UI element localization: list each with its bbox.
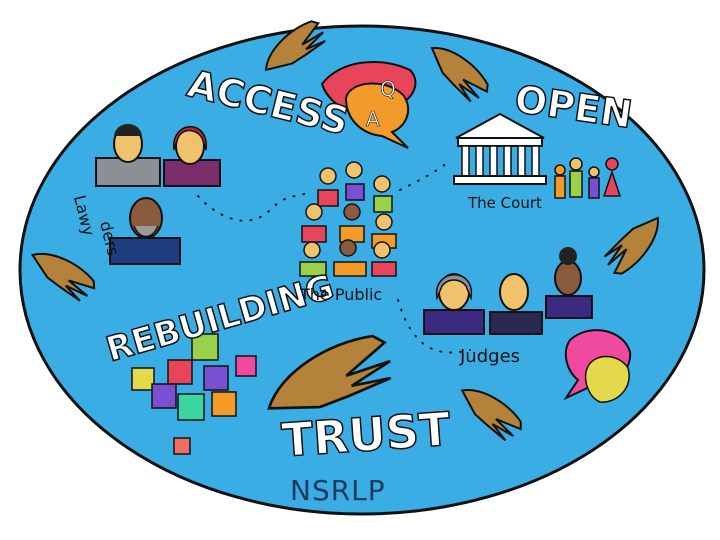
- qa-speech-bubble-icon: [320, 60, 417, 149]
- label-the-court: The Court: [467, 194, 542, 212]
- hand-icon-trust: [267, 334, 392, 410]
- lawyer-portrait-3: [109, 197, 181, 265]
- hand-icon-top-right: [430, 47, 489, 103]
- the-public-crowd-icon: [299, 161, 397, 277]
- word-trust: TRUST: [280, 402, 453, 468]
- judge-portrait-3: [545, 247, 593, 319]
- building-blocks-icon: [131, 333, 257, 455]
- bubble-q-letter: Q: [380, 77, 396, 101]
- lawyer-portrait-1: [95, 124, 161, 187]
- hand-icon-bottom-right: [460, 389, 522, 442]
- family-figures-icon: [554, 157, 622, 199]
- speech-bubble-icon-right: [563, 329, 632, 403]
- label-judges: Judges: [459, 346, 520, 367]
- court-building-icon: [453, 112, 547, 185]
- footer-nsrlp: NSRLP: [290, 474, 386, 507]
- bubble-a-letter: A: [366, 107, 380, 131]
- lawyer-portrait-2: [163, 126, 221, 187]
- judge-portrait-2: [489, 273, 543, 335]
- hand-icon-top-left: [264, 20, 326, 72]
- dotted-connection-lines: [197, 159, 471, 354]
- hand-icon-left: [30, 252, 96, 302]
- label-the-public: The Public: [299, 285, 382, 304]
- hand-icon-right: [603, 216, 659, 275]
- judge-portrait-1: [423, 273, 485, 335]
